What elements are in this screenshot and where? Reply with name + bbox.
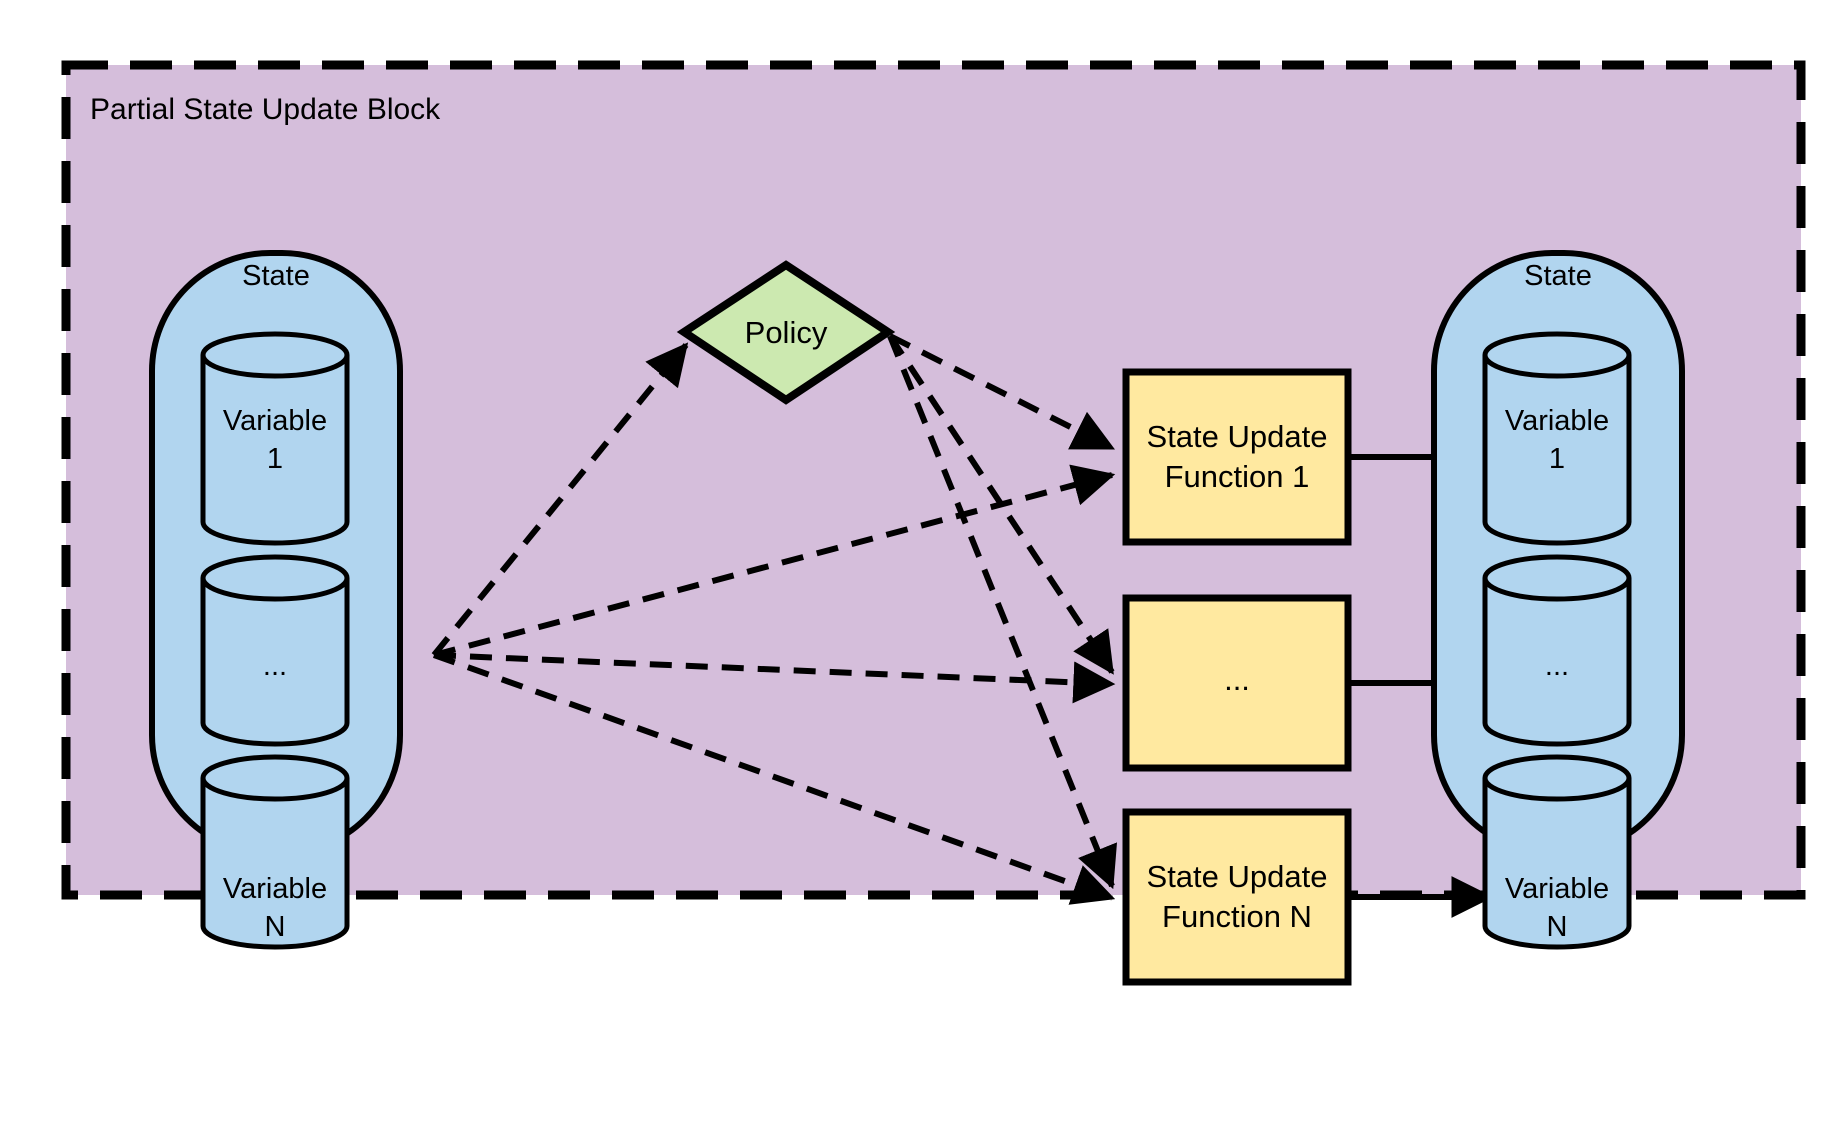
state-update-function-1-box[interactable] <box>1122 368 1352 546</box>
output-variable-n-line2: N <box>1547 911 1568 943</box>
input-variable-n: Variable N <box>200 754 350 950</box>
output-variable-n: Variable N <box>1482 754 1632 950</box>
output-variable-n-line1: Variable <box>1505 873 1609 905</box>
edge-state-to-function-n <box>432 652 1116 905</box>
state-update-function-1-line2: Function 1 <box>1165 459 1310 494</box>
edge-state-to-function-ellipsis <box>433 652 1116 704</box>
input-variable-1: Variable 1 <box>200 331 350 546</box>
edge-state-to-policy <box>431 342 689 657</box>
state-update-function-ellipsis-box[interactable] <box>1122 594 1352 772</box>
input-state-container: State Variable 1 ... Variable N <box>149 250 403 950</box>
input-variable-n-line2: N <box>265 911 286 943</box>
output-variable-ellipsis-line1: ... <box>1545 650 1569 682</box>
edge-policy-to-function-1 <box>888 333 1115 451</box>
output-variable-1: Variable 1 <box>1482 331 1632 546</box>
policy-node[interactable]: Policy <box>676 260 896 405</box>
input-variable-1-line2: 1 <box>267 443 283 475</box>
policy-label: Policy <box>745 315 828 350</box>
state-update-function-n-line1: State Update <box>1147 859 1328 894</box>
output-variable-1-line2: 1 <box>1549 443 1565 475</box>
input-variable-ellipsis: ... <box>200 554 350 747</box>
state-update-function-1-line1: State Update <box>1147 419 1328 454</box>
page-title: Partial State Update Block <box>90 93 441 126</box>
state-update-function-ellipsis[interactable]: ... <box>1122 594 1352 772</box>
output-variable-ellipsis: ... <box>1482 554 1632 747</box>
edge-policy-to-function-n <box>887 334 1118 890</box>
state-update-function-n-box[interactable] <box>1122 808 1352 986</box>
output-state-container: State Variable 1 ... Variable N <box>1431 250 1685 950</box>
input-variable-n-line1: Variable <box>223 873 327 905</box>
edges-from-policy <box>887 333 1118 890</box>
input-variable-ellipsis-line1: ... <box>263 650 287 682</box>
output-variable-1-line1: Variable <box>1505 405 1609 437</box>
input-state-label: State <box>242 260 310 292</box>
state-update-function-n[interactable]: State Update Function N <box>1122 808 1352 986</box>
input-variable-1-line1: Variable <box>223 405 327 437</box>
state-update-function-1[interactable]: State Update Function 1 <box>1122 368 1352 546</box>
policy-diamond-shape[interactable] <box>676 260 896 405</box>
state-update-function-ellipsis-line1: ... <box>1224 662 1250 697</box>
output-state-label: State <box>1524 260 1592 292</box>
edge-policy-to-function-ellipsis <box>887 334 1115 675</box>
state-update-function-n-line2: Function N <box>1162 899 1312 934</box>
